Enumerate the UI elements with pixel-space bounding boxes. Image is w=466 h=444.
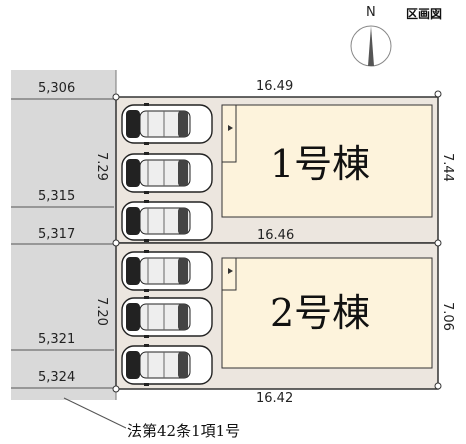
triangle-marker-icon <box>228 268 233 274</box>
road-width-5: 5,324 <box>38 370 75 385</box>
road-width-4: 5,321 <box>38 332 75 347</box>
lot-2-right-edge: 7.06 <box>440 302 455 331</box>
car-icon <box>121 296 213 338</box>
road-width-3: 5,317 <box>38 227 75 242</box>
boundary-points <box>112 90 442 393</box>
lot-2-left-edge: 7.20 <box>94 297 109 326</box>
triangle-marker-icon <box>228 125 233 131</box>
lot-1-right-edge: 7.44 <box>440 153 455 182</box>
car-icon <box>121 103 213 145</box>
compass-icon: N <box>350 5 392 67</box>
compass-north-label: N <box>366 5 376 20</box>
lot-1-left-edge: 7.29 <box>94 152 109 181</box>
car-icon <box>121 344 213 386</box>
car-icon <box>121 250 213 292</box>
lot-1-label: 1号棟 <box>270 142 370 186</box>
road-width-1: 5,306 <box>38 81 75 96</box>
car-icon <box>121 200 213 242</box>
plan-title: 区画図 <box>406 7 442 21</box>
road-width-dims <box>11 98 114 389</box>
lot-1-bottom-edge: 16.46 <box>257 228 294 243</box>
car-icon <box>121 152 213 194</box>
lot-2-bottom-edge: 16.42 <box>256 391 293 406</box>
road-width-2: 5,315 <box>38 189 75 204</box>
lot-1-top-edge: 16.49 <box>256 79 293 94</box>
lot-2-building <box>221 257 433 369</box>
lot-1-building <box>221 104 433 218</box>
road-area <box>11 70 116 400</box>
parking-spaces <box>121 103 213 386</box>
road-caption: 法第42条1項1号 <box>127 422 240 440</box>
lot-2-label: 2号棟 <box>270 291 370 335</box>
